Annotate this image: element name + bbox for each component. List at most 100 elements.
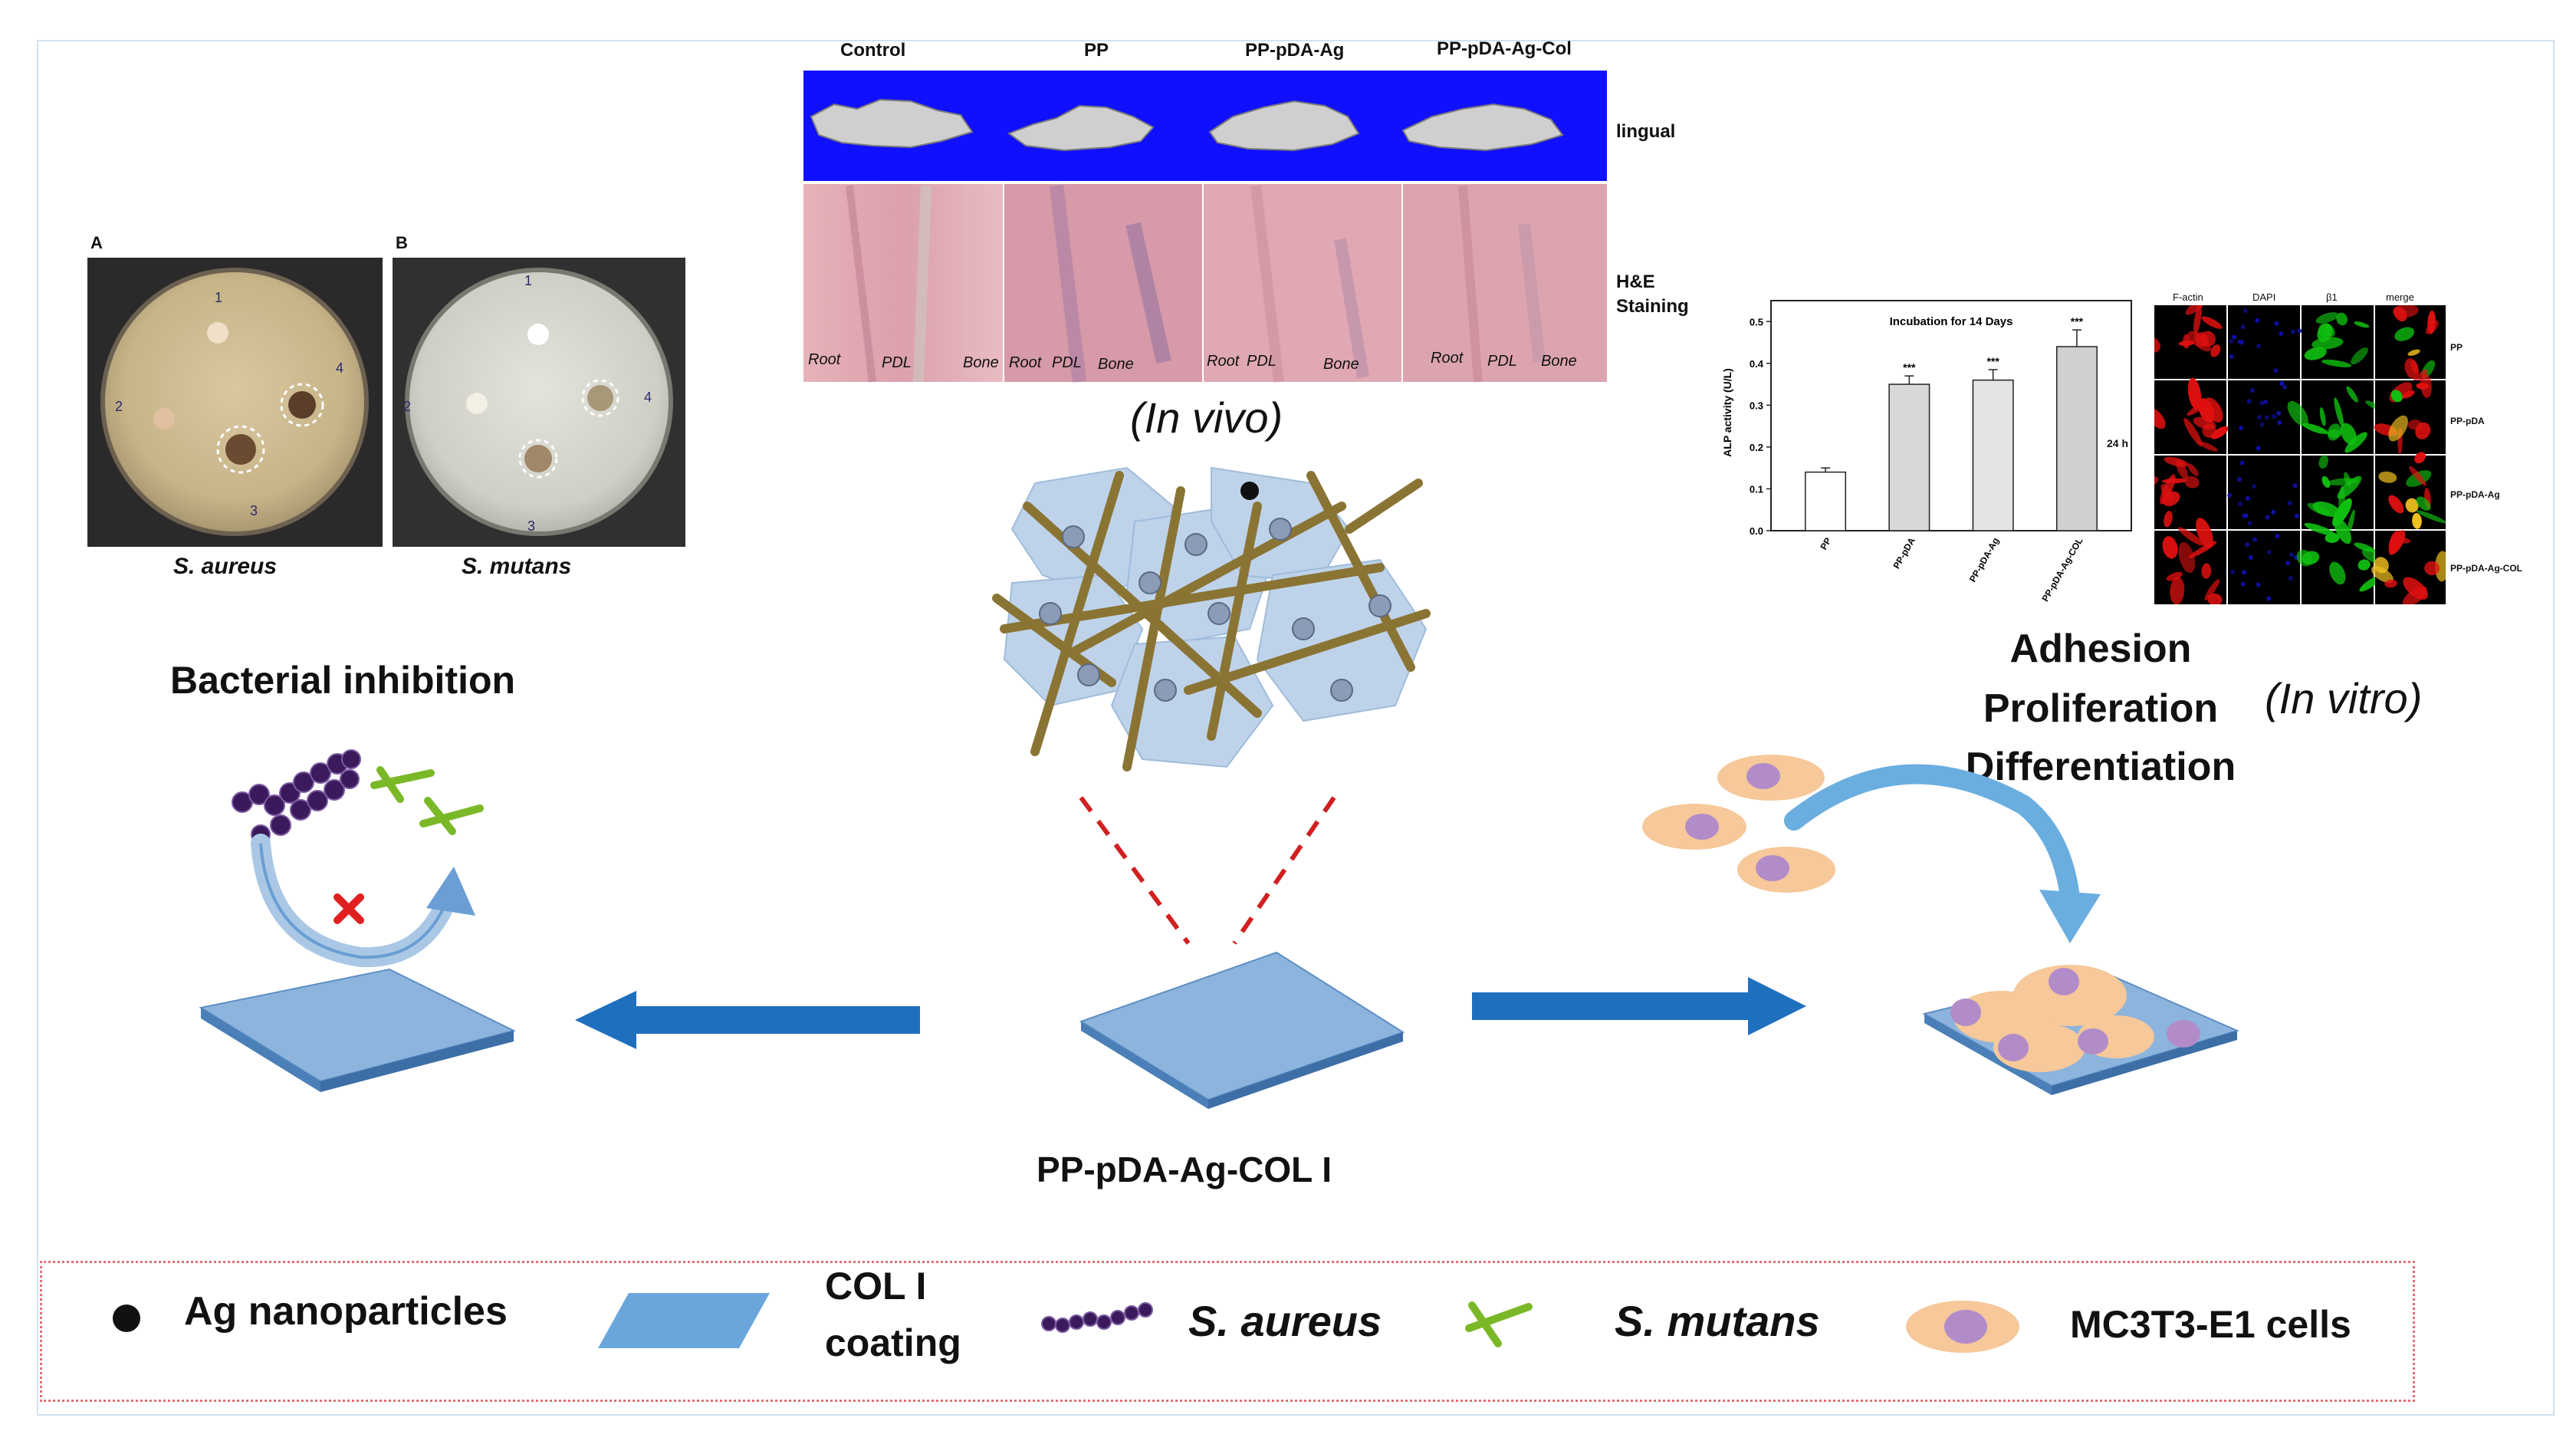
s-aureus-cell-13 [270, 814, 291, 836]
ag-nanoparticle-2 [1039, 602, 1062, 625]
tissue-root-1: Root [808, 351, 841, 368]
fluor-signal-r0-c2-9 [2304, 347, 2327, 360]
fluor-signal-r3-c0-9 [2166, 571, 2183, 581]
fluor-signal-r3-c2-5 [2358, 559, 2371, 571]
fluor-signal-r3-c3-0 [2435, 551, 2446, 582]
fluor-signal-r3-c2-9 [2325, 533, 2340, 543]
disc-a-2 [153, 408, 175, 429]
fluor-signal-r2-c3-4 [2416, 510, 2446, 524]
fluor-signal-r0-c1-10 [2232, 334, 2237, 340]
fluor-signal-r1-c3-3 [2415, 422, 2431, 439]
s-aureus-cell-6 [310, 762, 331, 784]
fluor-signal-r1-c0-2 [2183, 418, 2203, 446]
fluor-signal-r2-c1-12 [2292, 483, 2298, 489]
adhered-nucleus-1 [1950, 999, 1981, 1026]
fluor-signal-r3-c3-8 [2388, 531, 2400, 554]
fluor-signal-r3-c1-8 [2245, 542, 2250, 548]
fluor-signal-r3-c3-5 [2371, 566, 2394, 583]
arrow-right [1472, 977, 1806, 1035]
dish-b-number-1: 1 [524, 273, 533, 288]
material-label: PP-pDA-Ag-COL I [1037, 1150, 1332, 1189]
ag-nanoparticle-7 [1154, 679, 1177, 702]
s-aureus-cell-11 [324, 779, 345, 801]
bar-0 [1805, 471, 1847, 531]
fluor-signal-r0-c2-7 [2315, 312, 2339, 324]
fluor-signal-r1-c0-3 [2154, 407, 2166, 429]
fluor-signal-r0-c0-4 [2193, 305, 2202, 336]
fluor-signal-r3-c3-6 [2384, 579, 2397, 588]
fluor-signal-r2-c1-0 [2227, 492, 2233, 498]
fluor-signal-r1-c2-1 [2346, 386, 2358, 403]
fluor-signal-r0-c0-1 [2185, 305, 2206, 315]
jaw-control [810, 98, 974, 149]
ag-nanoparticle-9 [1330, 679, 1353, 702]
fluor-col-merge: merge [2386, 291, 2414, 303]
fluor-signal-r0-c1-2 [2255, 317, 2260, 323]
he-panel-pp [1004, 184, 1202, 382]
tissue-root-4: Root [1431, 350, 1464, 367]
s-mutans-legend-icon [1465, 1301, 1533, 1347]
ag-nanoparticle-10 [1269, 518, 1292, 541]
tissue-root-2: Root [1009, 354, 1042, 371]
fluor-signal-r0-c1-8 [2256, 344, 2262, 349]
disc-b-2 [466, 393, 488, 414]
fiber-5 [1069, 502, 1346, 656]
fluor-row-pp-pda: PP-pDA [2450, 416, 2485, 426]
fluor-signal-r0-c3-7 [2407, 349, 2420, 356]
disc-a-1 [207, 322, 228, 344]
fluor-signal-r1-c2-6 [2328, 429, 2342, 439]
fluor-signal-r2-c3-7 [2416, 496, 2431, 512]
fluor-signal-r2-c3-5 [2414, 452, 2426, 464]
fiber-4 [1122, 486, 1185, 771]
x-tick-label-3: PP-pDA-Ag-COL [2039, 536, 2085, 604]
fluor-signal-r3-c1-10 [2289, 552, 2295, 558]
invitro-caption: (In vitro) [2265, 674, 2423, 722]
chart-ylabel: ALP activity (U/L) [1721, 368, 1733, 457]
fluor-signal-r3-c2-1 [2334, 517, 2351, 544]
fluor-signal-r1-c1-7 [2279, 380, 2285, 386]
legend-s-mutans-label: S. mutans [1615, 1297, 1820, 1345]
jaw-pp [1007, 104, 1155, 152]
ag-nanoparticle-dark [1240, 482, 1259, 500]
petri-dish-a [100, 268, 369, 536]
fluor-signal-r1-c3-6 [2420, 373, 2432, 398]
y-tick-label-0.5: 0.5 [1750, 316, 1763, 327]
fluor-signal-r3-c2-7 [2296, 549, 2313, 567]
fluor-signal-r2-c1-3 [2265, 515, 2270, 520]
fluor-signal-r2-c1-6 [2294, 514, 2299, 519]
fluor-signal-r2-c3-2 [2405, 498, 2419, 513]
cell-nucleus-1 [1746, 763, 1780, 789]
fluor-signal-r2-c0-8 [2164, 456, 2189, 467]
y-tick-label-0.2: 0.2 [1750, 442, 1763, 453]
fluor-signal-r3-c0-6 [2204, 579, 2220, 600]
dish-a-number-2: 2 [115, 399, 123, 414]
invivo-col-control: Control [840, 40, 906, 61]
adhered-nucleus-5 [2167, 1020, 2200, 1048]
fluor-signal-r2-c3-8 [2409, 466, 2426, 486]
fluor-signal-r0-c0-7 [2154, 337, 2160, 353]
fluor-signal-r1-c1-8 [2277, 419, 2282, 425]
fluor-signal-r3-c1-12 [2240, 581, 2246, 587]
outcome-adhesion: Adhesion [2009, 627, 2192, 671]
fluor-signal-r2-c3-9 [2412, 512, 2422, 529]
fluor-signal-r3-c1-2 [2241, 570, 2246, 575]
fluor-signal-r0-c2-5 [2318, 323, 2332, 337]
fluor-signal-r3-c1-3 [2266, 596, 2272, 601]
fluor-signal-r2-c2-2 [2321, 475, 2331, 488]
fluor-signal-r1-c1-9 [2259, 400, 2265, 406]
fluor-signal-r1-c1-3 [2272, 414, 2277, 419]
fluor-signal-r1-c2-7 [2319, 406, 2326, 426]
ag-nanoparticle-3 [1077, 663, 1100, 686]
fluor-signal-r3-c0-7 [2162, 536, 2178, 559]
petri-dish-b [405, 268, 673, 536]
fluor-signal-r1-c0-7 [2187, 377, 2202, 410]
fluor-signal-r0-c1-5 [2290, 329, 2295, 334]
fiber-10 [1345, 479, 1423, 534]
he-panel-pp-pda-ag-col [1403, 184, 1607, 382]
fluor-signal-r2-c1-13 [2239, 460, 2245, 466]
adhered-nucleus-2 [2049, 968, 2079, 995]
fluor-signal-r0-c1-4 [2229, 354, 2234, 359]
collagen-scaffold [992, 466, 1431, 771]
fluor-signal-r2-c1-10 [2243, 513, 2249, 518]
fluor-signal-r2-c1-5 [2237, 477, 2242, 482]
